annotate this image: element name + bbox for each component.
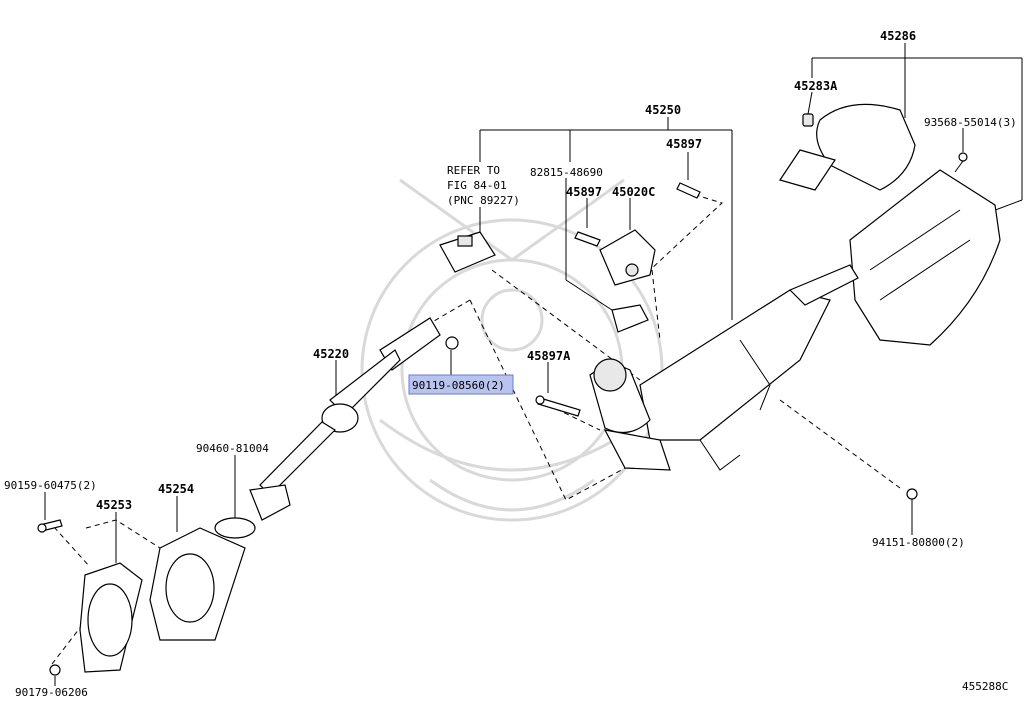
label-90460[interactable]: 90460-81004 [196, 442, 269, 455]
label-90159[interactable]: 90159-60475(2) [4, 479, 97, 492]
bolt-90159[interactable] [37, 519, 63, 533]
label-45220[interactable]: 45220 [313, 347, 349, 361]
clamp-90460[interactable] [214, 517, 256, 539]
shaft-45220[interactable] [249, 317, 441, 521]
label-45897-mid[interactable]: 45897 [566, 185, 602, 199]
label-82815[interactable]: 82815-48690 [530, 166, 603, 179]
label-45020C[interactable]: 45020C [612, 185, 655, 199]
label-45897-top[interactable]: 45897 [666, 137, 702, 151]
figure-code: 455288C [962, 680, 1008, 693]
column-45250[interactable] [589, 264, 859, 471]
highlight-box [408, 374, 514, 395]
clip-45283A[interactable] [802, 113, 814, 127]
nut-90179[interactable] [49, 664, 61, 676]
bracket-82815[interactable] [611, 304, 649, 333]
label-45254[interactable]: 45254 [158, 482, 194, 496]
label-45253[interactable]: 45253 [96, 498, 132, 512]
connector-refer[interactable] [439, 231, 496, 273]
label-45897A[interactable]: 45897A [527, 349, 571, 363]
label-90119[interactable]: 90119-08560(2) [412, 379, 505, 392]
label-45286[interactable]: 45286 [880, 29, 916, 43]
label-94151[interactable]: 94151-80800(2) [872, 536, 965, 549]
bolt-45897-mid[interactable] [574, 231, 601, 247]
label-45250[interactable]: 45250 [645, 103, 681, 117]
label-refer-line3: (PNC 89227) [447, 194, 520, 207]
bolt-45897A[interactable] [535, 395, 581, 417]
plate-45253[interactable] [79, 562, 143, 673]
cover-45286[interactable] [779, 103, 1001, 346]
nut-94151[interactable] [906, 488, 918, 500]
label-93568[interactable]: 93568-55014(3) [924, 116, 1017, 129]
bolt-90119[interactable] [445, 336, 459, 350]
label-45283A[interactable]: 45283A [794, 79, 838, 93]
lock-45020C[interactable] [599, 229, 656, 286]
label-refer-line1: REFER TO [447, 164, 500, 177]
label-90179[interactable]: 90179-06206 [15, 686, 88, 699]
label-refer-line2[interactable]: FIG 84-01 [447, 179, 507, 192]
screw-93568[interactable] [954, 152, 968, 173]
watermark-logo [360, 178, 664, 522]
leader-lines [44, 43, 1023, 686]
bolt-45897-top[interactable] [676, 182, 701, 199]
seal-45254[interactable] [149, 527, 246, 641]
